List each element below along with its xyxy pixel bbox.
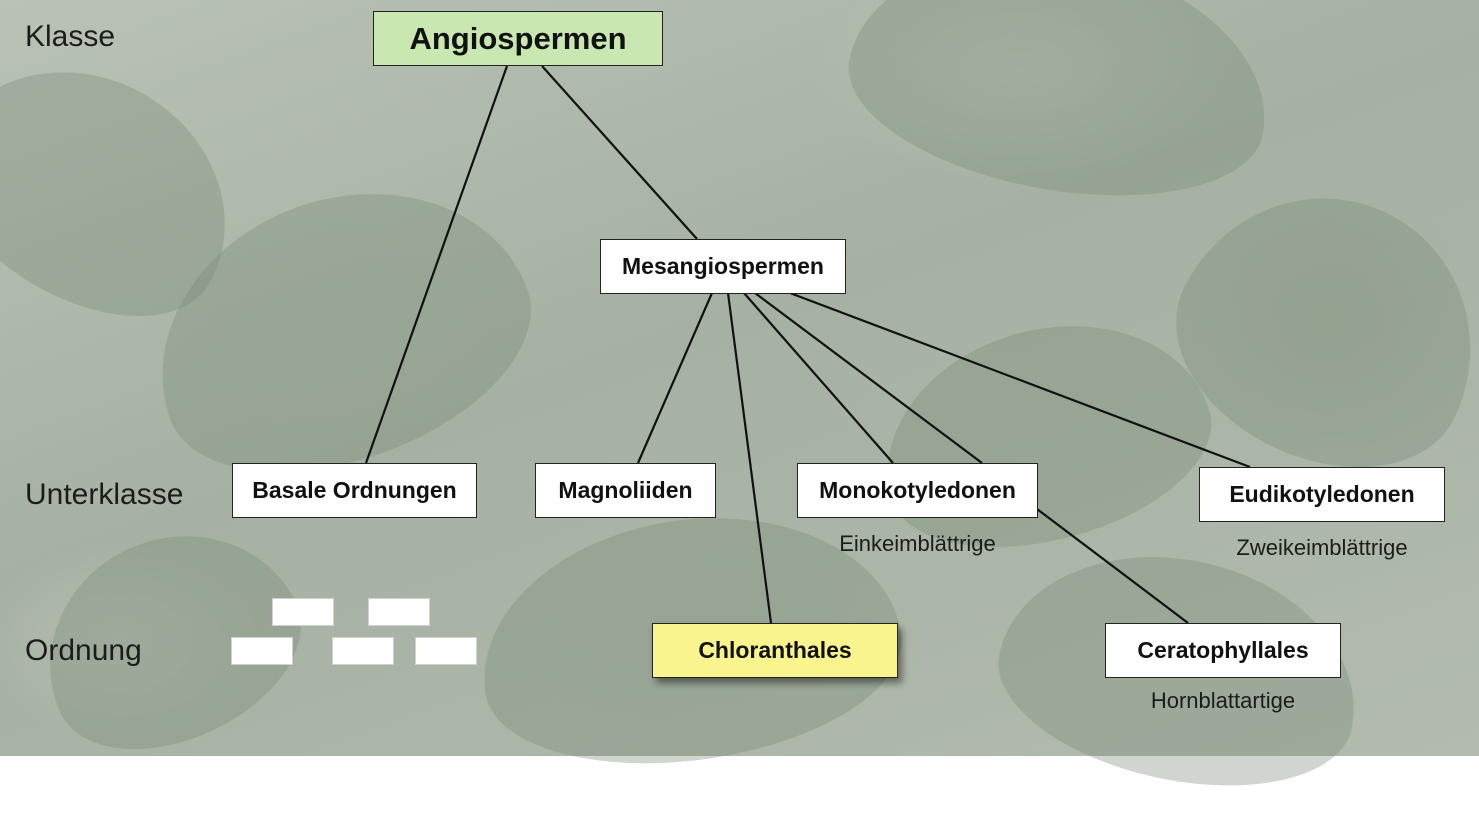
edge-angio-basale — [364, 65, 509, 464]
tree-connectors — [364, 65, 1251, 624]
placeholder-box — [231, 637, 293, 665]
node-eudikotyledonen[interactable]: Eudikotyledonen — [1199, 467, 1445, 522]
placeholder-box — [332, 637, 394, 665]
edge-mesangio-chloranthales — [726, 292, 773, 624]
node-ceratophyllales[interactable]: Ceratophyllales — [1105, 623, 1341, 678]
common-name-eudikotyledonen: Zweikeimblättrige — [1236, 535, 1408, 560]
rank-label-unterklasse: Unterklasse — [25, 478, 184, 511]
edge-monokot-ceratophyllales — [1036, 508, 1189, 624]
rank-label-ordnung: Ordnung — [25, 634, 142, 667]
node-monokotyledonen[interactable]: Monokotyledonen — [797, 463, 1038, 518]
edge-mesangio-monokot-2 — [754, 292, 983, 464]
common-name-monokotyledonen: Einkeimblättrige — [839, 531, 996, 556]
rank-label-klasse: Klasse — [25, 20, 116, 53]
node-angiospermen[interactable]: Angiospermen — [373, 11, 663, 66]
node-magnoliiden[interactable]: Magnoliiden — [535, 463, 716, 518]
placeholder-box — [368, 598, 430, 626]
edge-mesangio-magnoliiden — [636, 292, 714, 464]
placeholder-box — [415, 637, 477, 665]
common-name-ceratophyllales: Hornblattartige — [1150, 688, 1296, 713]
node-basale-ordnungen[interactable]: Basale Ordnungen — [232, 463, 477, 518]
edge-mesangio-eudikot — [789, 291, 1251, 469]
node-mesangiospermen[interactable]: Mesangiospermen — [600, 239, 846, 294]
edge-mesangio-monokot — [743, 292, 894, 464]
node-chloranthales[interactable]: Chloranthales — [652, 623, 898, 678]
edge-angio-mesangio — [541, 65, 698, 240]
placeholder-box — [272, 598, 334, 626]
